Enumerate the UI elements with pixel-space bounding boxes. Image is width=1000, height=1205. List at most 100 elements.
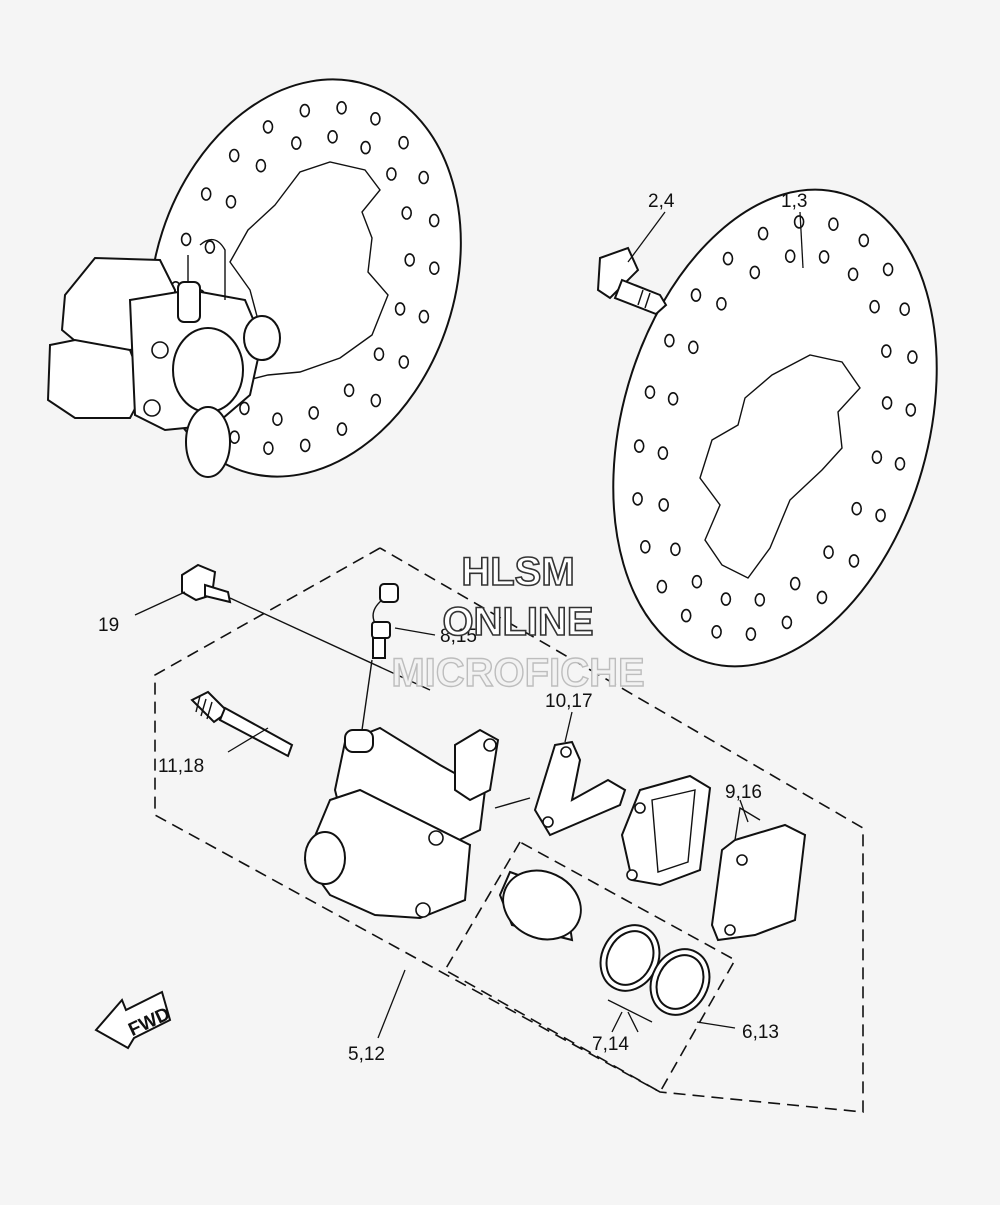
- disc-hole: [263, 441, 274, 456]
- label-seal-outer: 6,13: [742, 1022, 779, 1043]
- bleed-screw-part: [361, 583, 399, 731]
- disc-hole: [789, 576, 801, 591]
- disc-hole: [664, 333, 675, 348]
- brake-disc-part: [612, 188, 938, 668]
- disc-hole: [749, 265, 761, 280]
- disc-hole: [680, 608, 692, 623]
- disc-hole: [336, 422, 348, 436]
- disc-hole: [722, 251, 734, 266]
- disc-holes: [632, 215, 918, 641]
- disc-hole: [658, 498, 670, 512]
- caliper-pin-part: [190, 690, 294, 758]
- disc-hole: [670, 542, 681, 557]
- label-bolt: 19: [98, 615, 119, 636]
- piston-seal-part: [599, 924, 661, 992]
- disc-hole: [308, 406, 320, 420]
- disc-hole: [875, 508, 886, 523]
- disc-hole: [823, 545, 834, 560]
- disc-hole: [828, 217, 839, 231]
- disc-hole: [633, 439, 645, 453]
- disc-hole: [745, 627, 757, 641]
- disc-hole: [720, 592, 732, 606]
- disc-hole: [847, 267, 859, 282]
- disc-hole: [894, 456, 906, 471]
- disc-hole: [639, 539, 651, 554]
- brake-pad-inner-part: [620, 774, 712, 887]
- label-pin: 11,18: [158, 756, 204, 777]
- disc-hole: [299, 103, 311, 118]
- brake-pad-outer-part: [710, 806, 807, 942]
- watermark: HLSM ONLINE MICROFICHE: [391, 549, 646, 696]
- disc-hole: [398, 355, 410, 369]
- disc-hole: [869, 299, 880, 314]
- label-seal-inner: 7,14: [592, 1034, 629, 1055]
- disc-hole: [428, 261, 440, 276]
- disc-hole: [370, 112, 381, 126]
- disc-hole: [816, 590, 828, 605]
- disc-hole: [687, 340, 699, 355]
- disc-hole: [882, 262, 894, 277]
- disc-hole: [644, 385, 656, 400]
- disc-hole: [781, 615, 793, 630]
- disc-hole: [716, 296, 727, 311]
- dust-seal-part: [649, 948, 711, 1016]
- label-caliper-assy: 5,12: [348, 1044, 385, 1065]
- disc-hole: [754, 592, 766, 607]
- assembled-brake-view: [46, 78, 462, 478]
- caliper-piston-part: [498, 869, 582, 942]
- disc-hole: [394, 302, 406, 316]
- disc-hole: [290, 136, 302, 150]
- disc-hole: [851, 501, 863, 516]
- disc-hole: [905, 403, 917, 417]
- disc-hole: [262, 120, 274, 134]
- caliper-body-part: [303, 726, 531, 920]
- disc-hole: [848, 554, 860, 568]
- disc-hole: [711, 624, 722, 639]
- disc-hole: [880, 344, 892, 358]
- disc-hole: [398, 135, 409, 150]
- disc-hole: [255, 158, 267, 173]
- caliper-assembly-frame: [154, 547, 864, 1113]
- disc-hole: [818, 250, 830, 264]
- disc-hole: [343, 383, 355, 398]
- disc-hole: [657, 446, 669, 460]
- label-bleed-screw: 8,15: [440, 626, 477, 647]
- disc-hole: [418, 170, 430, 185]
- pad-support-part: [533, 740, 627, 837]
- watermark-line-2: ONLINE: [442, 600, 593, 644]
- label-disc: 1,3: [781, 191, 807, 212]
- disc-hole: [272, 412, 283, 427]
- disc-hole: [200, 187, 212, 201]
- label-pad-support: 10,17: [545, 691, 593, 712]
- caliper-bolt-part: [181, 563, 431, 691]
- disc-hole: [360, 140, 371, 155]
- disc-hole: [784, 249, 796, 264]
- disc-hole: [327, 130, 338, 144]
- disc-hole: [370, 393, 382, 408]
- disc-hole: [907, 350, 918, 364]
- disc-hole: [204, 240, 216, 254]
- leader-lines: [134, 211, 804, 1039]
- disc-hole: [858, 233, 870, 248]
- disc-hole: [225, 195, 237, 209]
- disc-hole: [871, 450, 883, 465]
- label-pad-set: 9,16: [725, 782, 762, 803]
- disc-hole: [228, 148, 240, 163]
- disc-hole: [180, 232, 192, 247]
- disc-hole: [793, 215, 805, 229]
- disc-hole: [656, 579, 668, 594]
- label-disc-bolt: 2,4: [648, 191, 675, 212]
- disc-bolt-part: [596, 246, 668, 316]
- disc-hole: [299, 438, 311, 453]
- disc-hole: [667, 391, 679, 406]
- disc-hole: [418, 309, 430, 324]
- disc-hole: [401, 206, 413, 220]
- watermark-line-1: HLSM: [461, 550, 574, 594]
- disc-hole: [428, 213, 440, 228]
- disc-hole: [239, 401, 250, 416]
- disc-hole: [229, 430, 240, 445]
- watermark-line-3: MICROFICHE: [391, 651, 644, 695]
- disc-hole: [899, 302, 911, 317]
- forward-arrow-icon: FWD: [94, 990, 173, 1050]
- disc-hole: [632, 492, 643, 506]
